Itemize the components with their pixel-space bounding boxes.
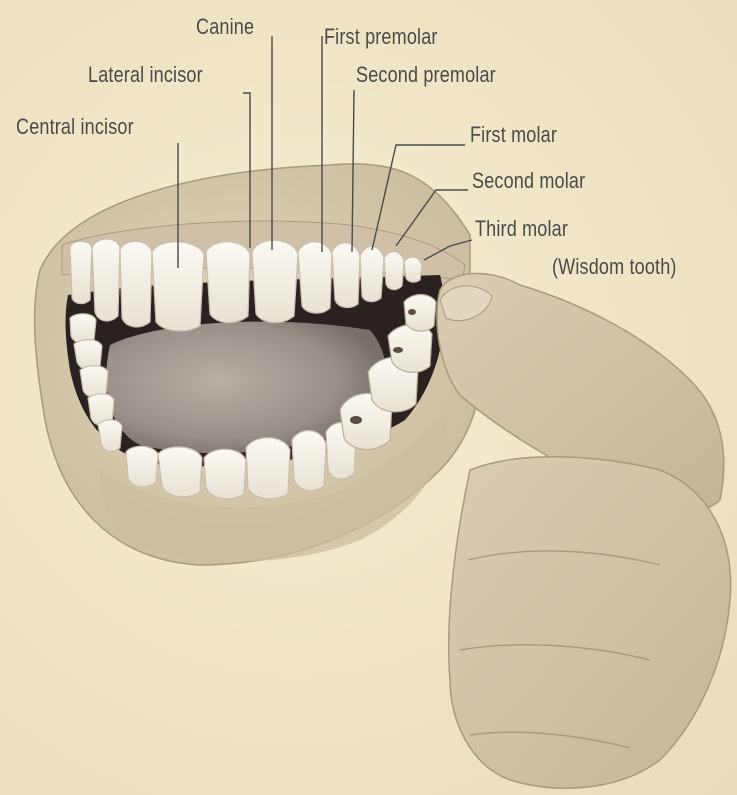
label-first-premolar: First premolar bbox=[324, 24, 438, 50]
label-first-molar: First molar bbox=[470, 122, 557, 148]
label-lateral-incisor: Lateral incisor bbox=[88, 62, 203, 88]
label-second-premolar: Second premolar bbox=[356, 62, 496, 88]
label-second-molar: Second molar bbox=[472, 168, 585, 194]
label-canine: Canine bbox=[196, 14, 254, 40]
fist bbox=[449, 457, 731, 788]
label-third-molar: Third molar bbox=[475, 216, 568, 242]
label-central-incisor: Central incisor bbox=[16, 114, 134, 140]
label-wisdom-tooth: (Wisdom tooth) bbox=[552, 254, 677, 280]
